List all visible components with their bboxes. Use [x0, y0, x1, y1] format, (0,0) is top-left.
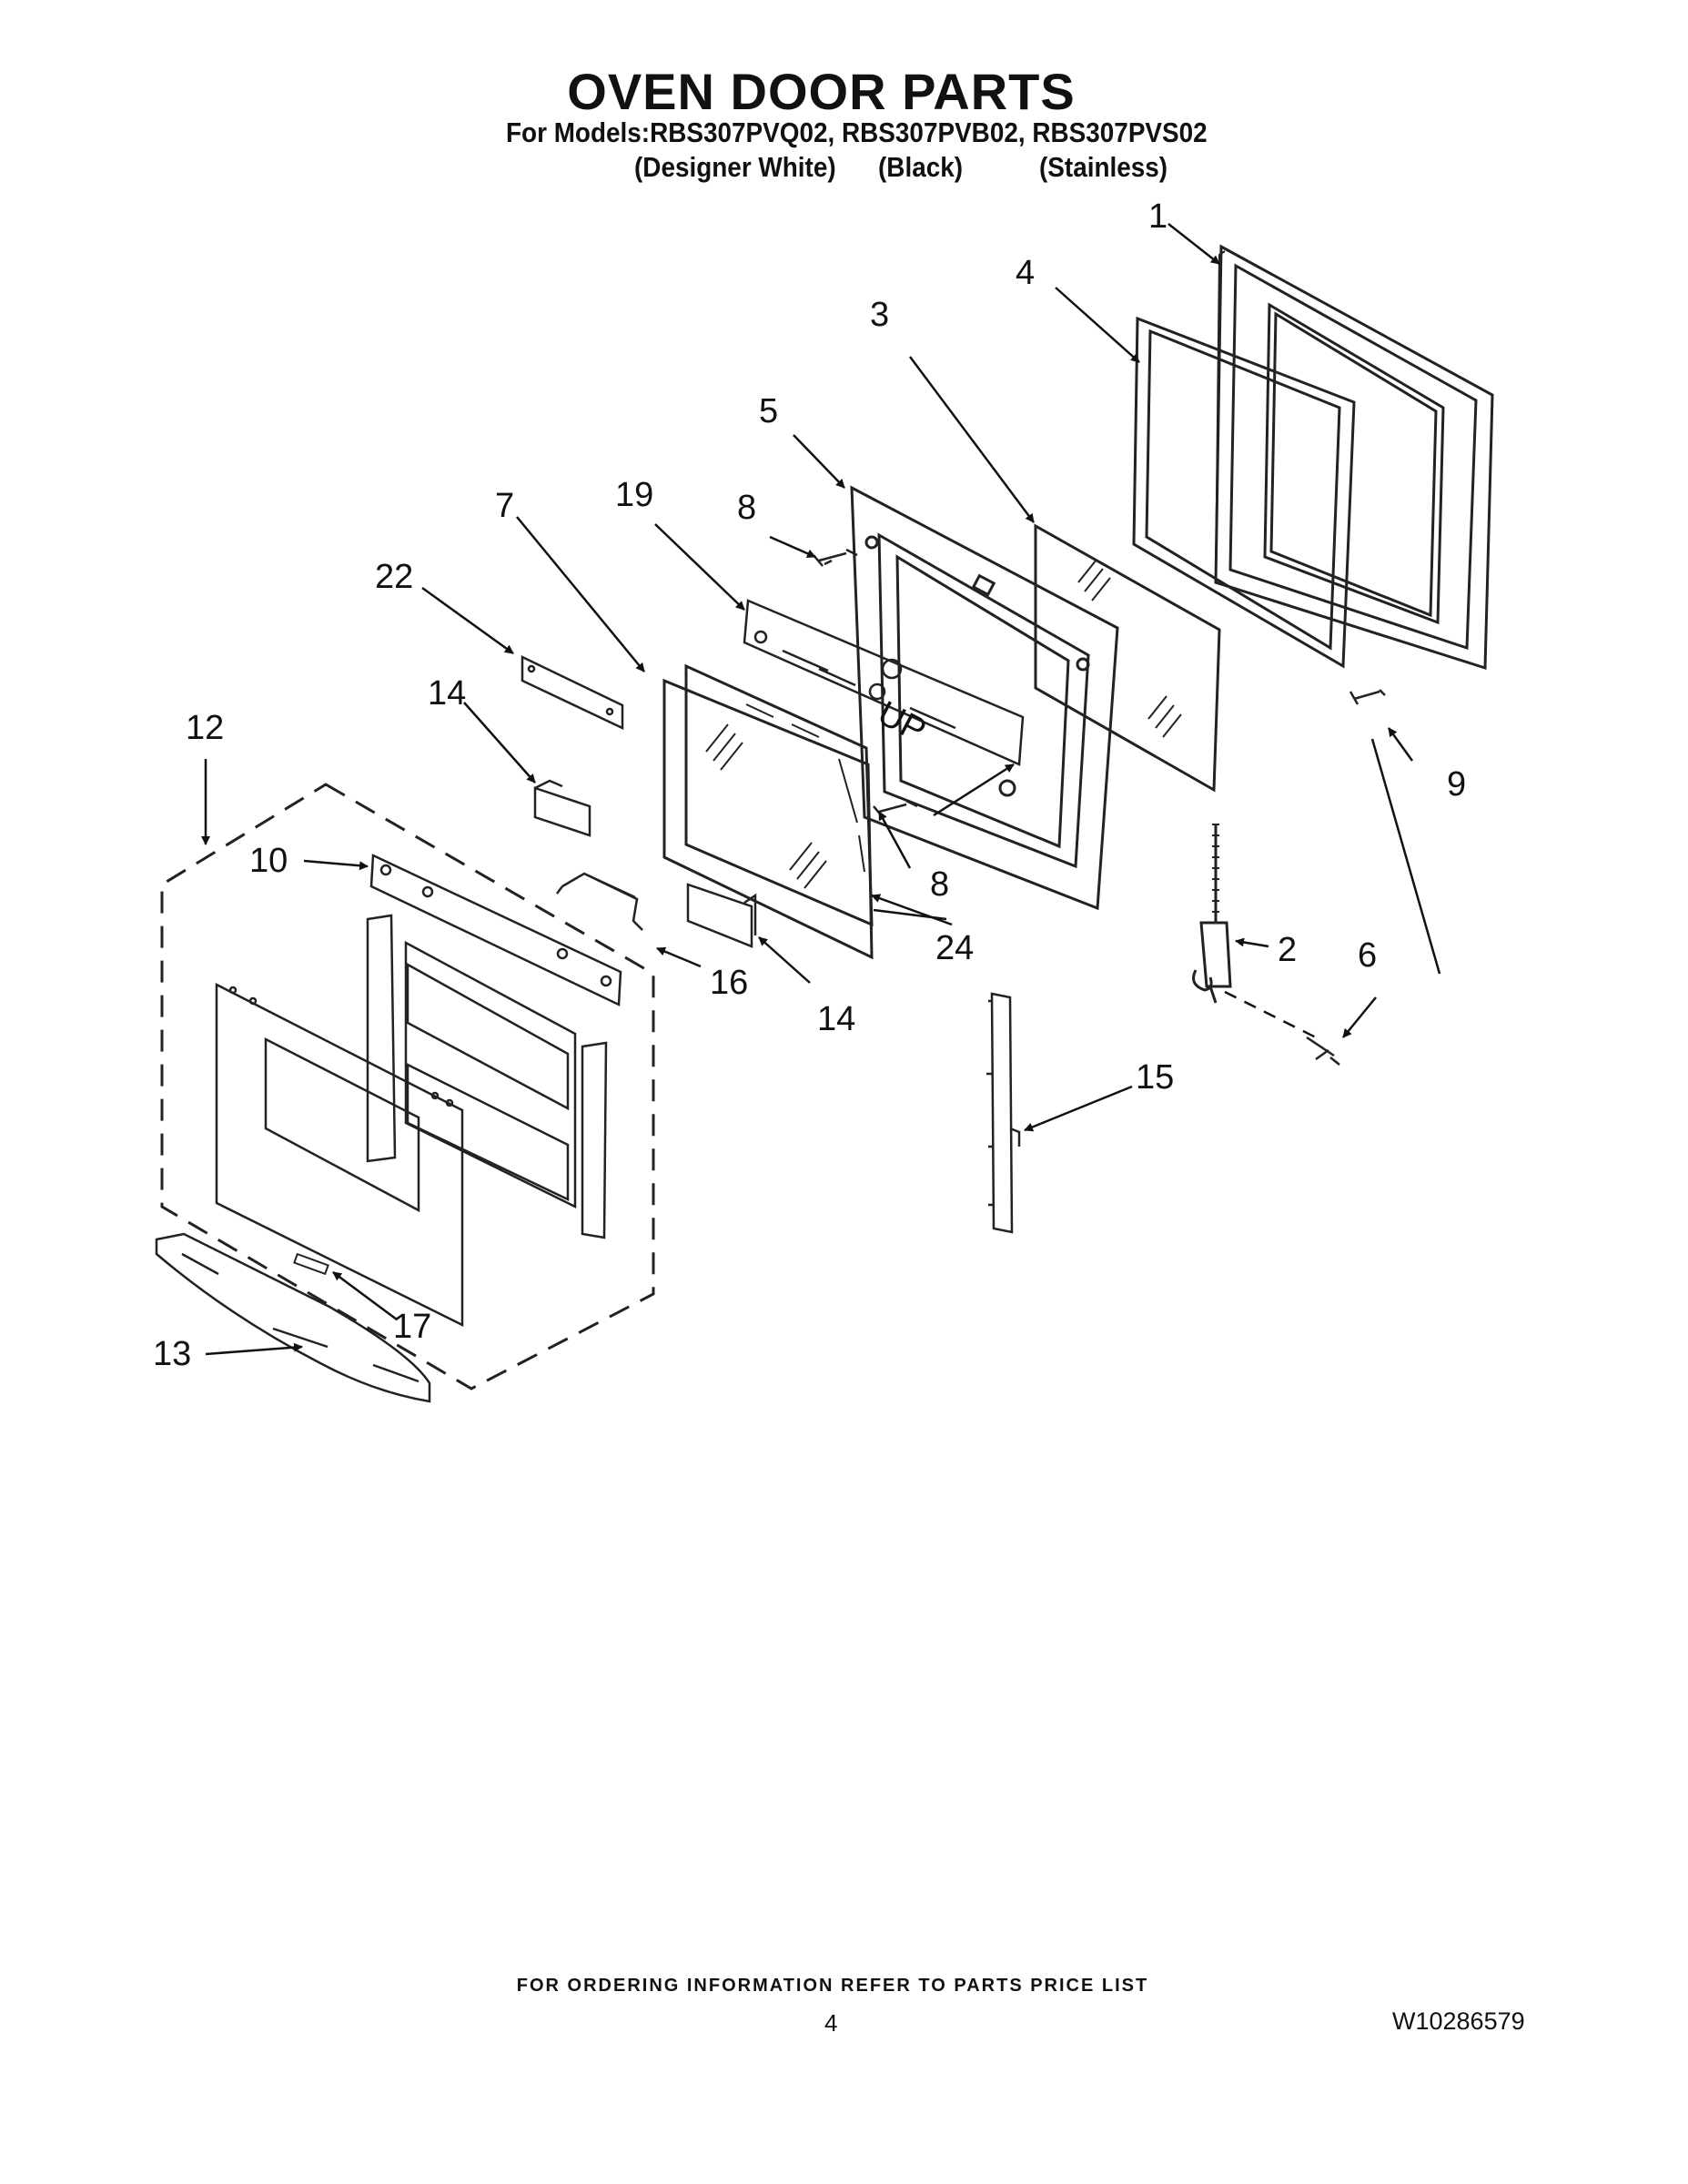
callout-5: 5	[759, 392, 778, 430]
part-19-heat-shield	[743, 599, 1025, 766]
variant-designer-white: (Designer White)	[634, 151, 836, 183]
part-5-door-liner	[850, 485, 1119, 911]
callout-8-lower: 8	[930, 865, 949, 904]
part-8-screw-upper	[813, 548, 858, 567]
callout-4: 4	[1016, 254, 1035, 292]
callout-15: 15	[1136, 1058, 1174, 1097]
document-number: W10286579	[1392, 2007, 1525, 2035]
part-22-bracket	[521, 655, 624, 730]
page-title: OVEN DOOR PARTS	[567, 63, 1076, 120]
leader-lines	[201, 223, 1441, 1356]
callout-12: 12	[186, 709, 224, 747]
part-3-inner-glass	[1034, 523, 1221, 793]
callout-19: 19	[615, 476, 653, 514]
callout-2: 2	[1278, 931, 1297, 969]
part-14-bracket-upper	[533, 779, 591, 837]
callout-16: 16	[710, 964, 748, 1002]
part-12-outer-door-assembly	[160, 783, 655, 1390]
part-17-badge	[293, 1252, 329, 1276]
callout-1: 1	[1148, 197, 1167, 236]
part-10-trim-strip	[369, 854, 622, 1006]
variant-stainless: (Stainless)	[1039, 151, 1168, 183]
callout-22: 22	[375, 558, 413, 596]
page-number: 4	[824, 2009, 838, 2037]
callout-13: 13	[153, 1335, 191, 1373]
callout-14-upper: 14	[428, 674, 466, 713]
ordering-note: FOR ORDERING INFORMATION REFER TO PARTS …	[516, 1976, 1149, 1996]
part-13-door-handle	[155, 1232, 431, 1403]
part-4-gasket-frame	[1132, 316, 1356, 669]
callout-14-lower: 14	[817, 1000, 855, 1038]
callout-17: 17	[393, 1308, 431, 1346]
hinge-screw-dashed-line	[1224, 990, 1317, 1039]
part-16-handle-bracket	[556, 872, 643, 931]
callout-9: 9	[1447, 765, 1466, 804]
callout-7: 7	[495, 487, 514, 525]
part-1-outer-door-frame	[1214, 244, 1494, 671]
part-24-door-glass	[684, 663, 874, 927]
callout-24: 24	[935, 929, 974, 967]
part-9-screw	[1349, 689, 1386, 705]
callout-8-upper: 8	[737, 489, 756, 527]
callout-6: 6	[1358, 936, 1377, 975]
variant-black: (Black)	[878, 151, 964, 183]
part-6-screw	[1306, 1036, 1340, 1066]
part-7-door-glass	[662, 678, 874, 960]
callout-3: 3	[870, 296, 889, 334]
part-15-side-rail	[986, 992, 1021, 1234]
part-14-bracket-lower	[686, 883, 757, 948]
part-2-hinge	[1192, 824, 1232, 1004]
models-line: For Models:RBS307PVQ02, RBS307PVB02, RBS…	[506, 116, 1208, 148]
outer-door-glass-panels	[215, 914, 608, 1328]
callout-10: 10	[249, 842, 288, 880]
